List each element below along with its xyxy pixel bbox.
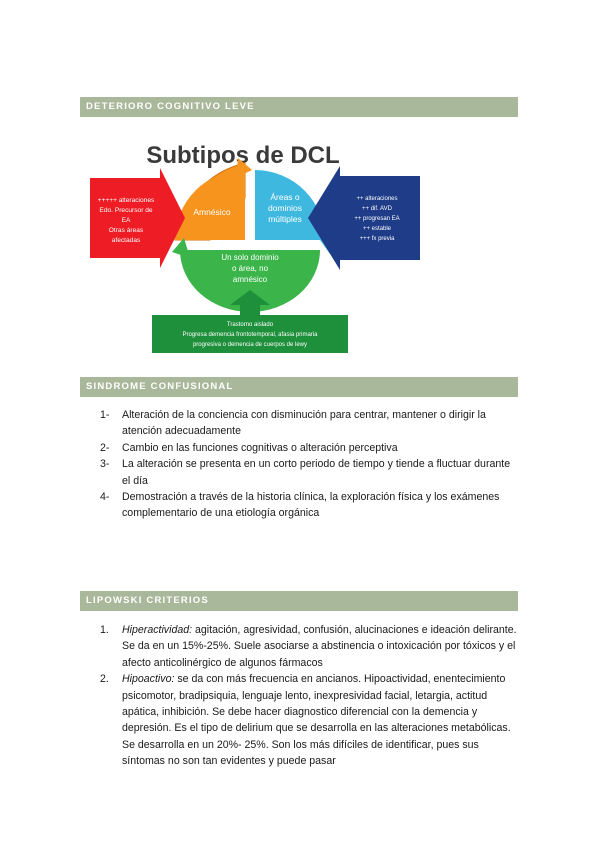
- term: Hipoactivo:: [122, 673, 175, 686]
- right-box-line-3: ++ progresan EA: [354, 216, 399, 222]
- left-box-line-3: EA: [122, 217, 131, 224]
- bottom-box-line-1: Trastorno aislado: [227, 322, 274, 328]
- bottom-box-line-3: progresiva o demencia de cuerpos de lewy: [193, 342, 307, 348]
- multi-label-2: dominios: [268, 203, 302, 213]
- bottom-box-line-2: Progresa demencia frontotemporal, afasia…: [182, 332, 318, 338]
- list-item: 1-Alteración de la conciencia con dismin…: [100, 409, 486, 438]
- left-box-line-4: Otras áreas: [109, 227, 144, 234]
- single-label-3: amnésico: [233, 275, 268, 284]
- multi-label-1: Áreas o: [270, 192, 300, 202]
- list-item: 3-La alteración se presenta en un corto …: [100, 458, 511, 487]
- left-red-arrow: [90, 168, 185, 268]
- term: Hiperactividad:: [122, 624, 193, 636]
- green-arrowhead: [172, 238, 190, 258]
- right-box-line-5: +++ fx previa: [360, 236, 396, 242]
- amnesic-fill: [175, 170, 245, 240]
- right-box-line-4: ++ estable: [363, 226, 392, 232]
- section-header-lipowski: LIPOWSKI CRITERIOS: [80, 591, 518, 611]
- sindrome-list: 1-Alteración de la conciencia con dismin…: [100, 407, 518, 522]
- section-header-sindrome: SINDROME CONFUSIONAL: [80, 377, 518, 397]
- list-item: 2-Cambio en las funciones cognitivas o a…: [100, 441, 398, 454]
- dcl-subtypes-diagram: Subtipos de DCL Amnésico Áreas o dominio…: [80, 130, 518, 360]
- left-box-line-5: afectadas: [112, 237, 141, 244]
- orange-arrowhead: [236, 158, 252, 178]
- right-box-line-2: ++ dif. AVD: [362, 206, 393, 212]
- multi-domain-segment: [255, 170, 325, 240]
- single-domain-segment: [180, 250, 320, 312]
- multi-label-3: múltiples: [268, 214, 302, 224]
- bottom-green-arrow: [152, 290, 348, 353]
- single-label-1: Un solo dominio: [221, 253, 279, 262]
- single-label-2: o área, no: [232, 264, 269, 273]
- left-box-line-2: Edo. Precursor de: [99, 207, 152, 214]
- section-header-deterioro: DETERIORO COGNITIVO LEVE: [80, 97, 518, 117]
- list-item: 4-Demostración a través de la historia c…: [100, 491, 500, 520]
- list-item: 1.Hiperactividad: agitación, agresividad…: [100, 624, 517, 669]
- right-navy-arrow: [308, 166, 420, 270]
- amnesic-label: Amnésico: [193, 207, 231, 217]
- list-item: 2.Hipoactivo: se da con más frecuencia e…: [100, 673, 511, 768]
- lipowski-list: 1.Hiperactividad: agitación, agresividad…: [100, 622, 518, 770]
- left-box-line-1: +++++ alteraciones: [98, 197, 155, 204]
- right-box-line-1: ++ alteraciones: [356, 196, 397, 202]
